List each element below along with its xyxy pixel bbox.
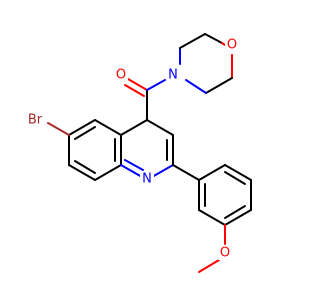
methoxy-oxygen-label: O <box>220 246 230 261</box>
morpholine-ring <box>179 33 233 94</box>
carbonyl-group <box>124 78 166 121</box>
bromine-bond <box>47 122 70 136</box>
morpholine-nitrogen-label: N <box>168 68 178 83</box>
quinoline-pyridine-ring <box>120 119 174 178</box>
atom-labels: Br N O N O O <box>24 37 239 261</box>
molecule-structure: Br N O N O O <box>24 33 252 273</box>
carbonyl-oxygen-label: O <box>116 68 126 83</box>
bromine-label: Br <box>28 113 43 128</box>
methoxyphenyl-ring <box>172 164 252 226</box>
morpholine-oxygen-label: O <box>227 38 237 53</box>
quinoline-nitrogen-label: N <box>142 172 152 187</box>
quinoline-benzo-ring <box>68 119 122 181</box>
methoxy-group <box>198 224 226 273</box>
